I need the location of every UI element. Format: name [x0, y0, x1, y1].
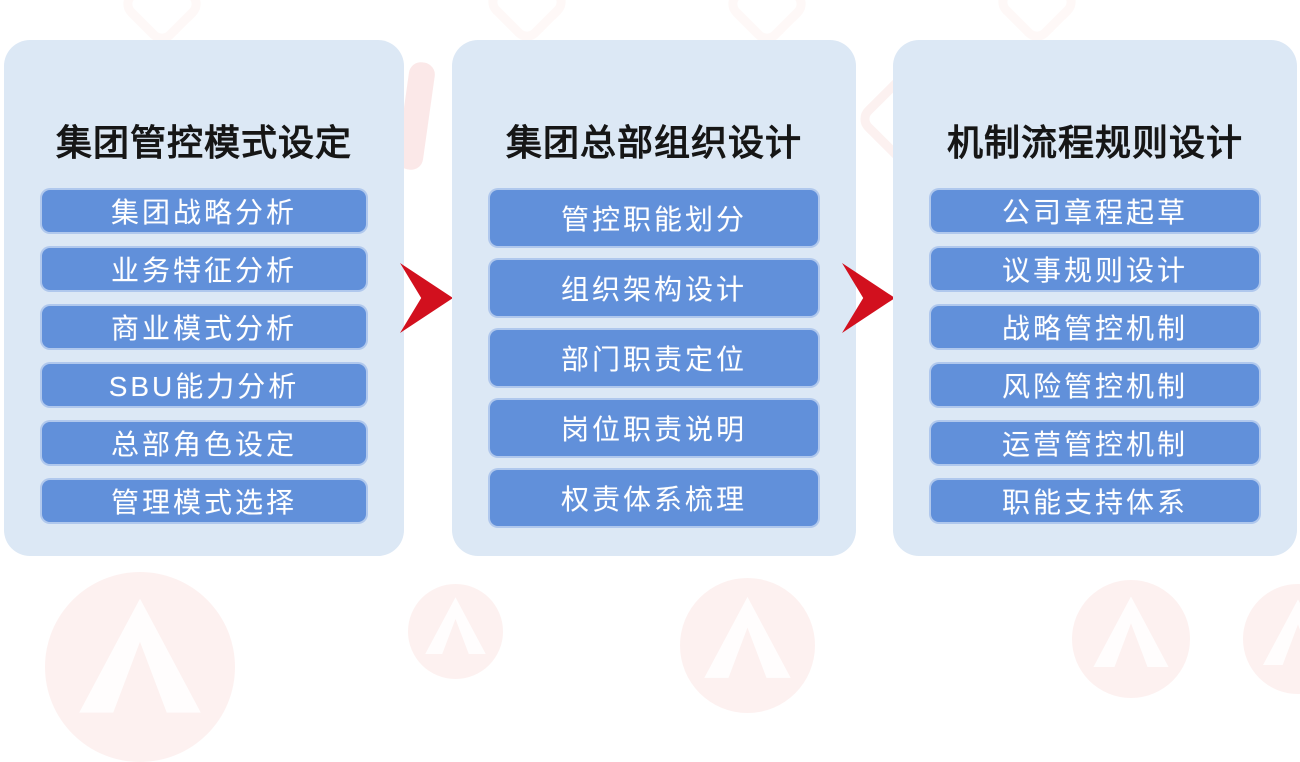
watermark-arch [45, 572, 235, 762]
watermark-arch [408, 584, 503, 679]
process-step: 权责体系梳理 [488, 468, 820, 528]
process-step: 管理模式选择 [40, 478, 368, 524]
process-column-2: 集团总部组织设计 管控职能划分 组织架构设计 部门职责定位 岗位职责说明 权责体… [452, 40, 856, 556]
process-step: 部门职责定位 [488, 328, 820, 388]
column-title: 机制流程规则设计 [946, 122, 1243, 163]
process-step: SBU能力分析 [40, 362, 368, 408]
process-step: 管控职能划分 [488, 188, 820, 248]
process-step: 总部角色设定 [40, 420, 368, 466]
column-title: 集团总部组织设计 [505, 122, 802, 163]
process-step: 议事规则设计 [929, 246, 1261, 292]
watermark-arch [1072, 580, 1190, 698]
watermark-arch [1243, 584, 1300, 694]
chevron-right-icon [400, 263, 453, 333]
process-column-1: 集团管控模式设定 集团战略分析 业务特征分析 商业模式分析 SBU能力分析 总部… [4, 40, 404, 556]
process-column-3: 机制流程规则设计 公司章程起草 议事规则设计 战略管控机制 风险管控机制 运营管… [893, 40, 1297, 556]
process-step: 集团战略分析 [40, 188, 368, 234]
process-step: 职能支持体系 [929, 478, 1261, 524]
process-step: 岗位职责说明 [488, 398, 820, 458]
diagram-canvas: 集团管控模式设定 集团战略分析 业务特征分析 商业模式分析 SBU能力分析 总部… [4, 0, 1300, 762]
process-step: 战略管控机制 [929, 304, 1261, 350]
column-steps: 集团战略分析 业务特征分析 商业模式分析 SBU能力分析 总部角色设定 管理模式… [40, 188, 368, 524]
process-step: 公司章程起草 [929, 188, 1261, 234]
column-title: 集团管控模式设定 [55, 122, 352, 163]
process-step: 商业模式分析 [40, 304, 368, 350]
process-step: 业务特征分析 [40, 246, 368, 292]
process-step: 组织架构设计 [488, 258, 820, 318]
column-steps: 管控职能划分 组织架构设计 部门职责定位 岗位职责说明 权责体系梳理 [488, 188, 820, 528]
process-step: 风险管控机制 [929, 362, 1261, 408]
column-steps: 公司章程起草 议事规则设计 战略管控机制 风险管控机制 运营管控机制 职能支持体… [929, 188, 1261, 524]
watermark-arch [680, 578, 815, 713]
process-step: 运营管控机制 [929, 420, 1261, 466]
